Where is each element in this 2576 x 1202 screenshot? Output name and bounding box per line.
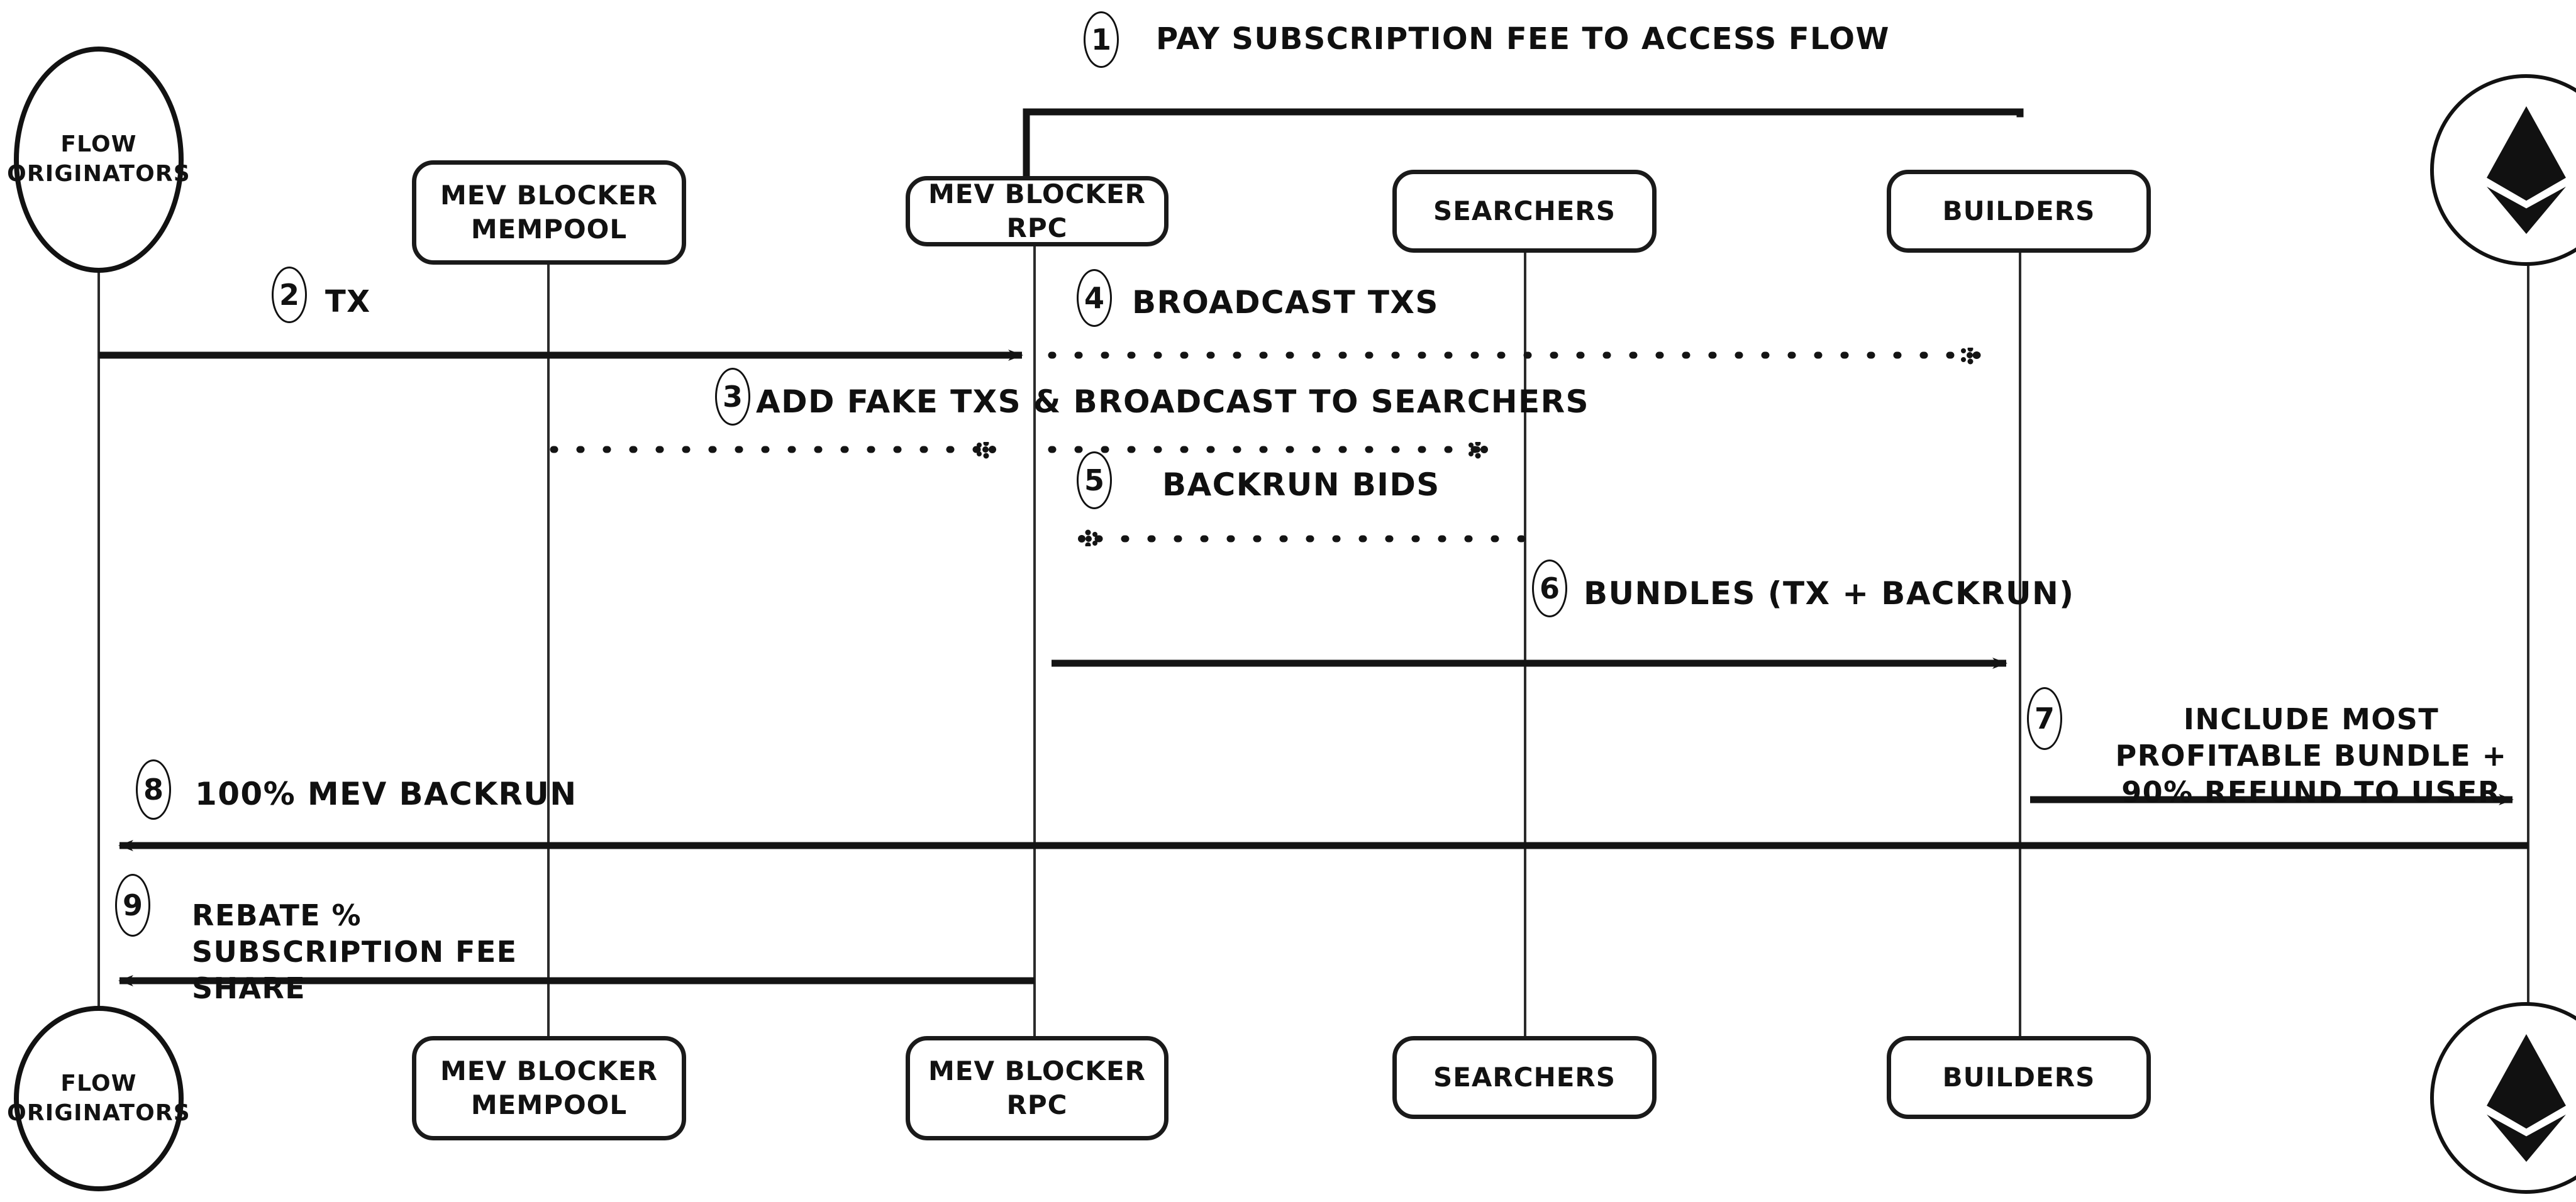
actor-label-line1: MEV BLOCKER bbox=[440, 1056, 658, 1087]
actor-mev-blocker-rpc-bottom[interactable]: MEV BLOCKER RPC bbox=[906, 1036, 1169, 1140]
step-badge-2: 2 bbox=[272, 267, 307, 323]
actor-mev-blocker-mempool-bottom[interactable]: MEV BLOCKER MEMPOOL bbox=[412, 1036, 686, 1140]
ethereum-logo-icon bbox=[2486, 106, 2566, 234]
message-label-9: REBATE % SUBSCRIPTION FEE SHARE bbox=[192, 898, 518, 1005]
step-badge-8: 8 bbox=[136, 759, 171, 820]
actor-label-line2: MEMPOOL bbox=[470, 214, 628, 245]
actor-label-line1: MEV BLOCKER bbox=[440, 180, 658, 211]
actor-mev-blocker-mempool-top[interactable]: MEV BLOCKER MEMPOOL bbox=[412, 160, 686, 265]
actor-label-line2: ORIGINATORS bbox=[7, 161, 191, 187]
actor-ethereum-top[interactable] bbox=[2430, 74, 2576, 266]
actor-label-line1: FLOW bbox=[60, 131, 137, 158]
step-number: 2 bbox=[279, 278, 299, 312]
actor-searchers-top[interactable]: SEARCHERS bbox=[1392, 170, 1657, 253]
actor-label-line2: ORIGINATORS bbox=[7, 1100, 191, 1126]
actor-label-line1: BUILDERS bbox=[1942, 196, 2096, 227]
message-label-2: TX bbox=[325, 284, 371, 319]
actor-label-line1: MEV BLOCKER bbox=[928, 179, 1146, 210]
actor-label-line2: MEMPOOL bbox=[470, 1089, 628, 1120]
actor-label-line2: RPC bbox=[1006, 1089, 1068, 1120]
step-number: 7 bbox=[2034, 702, 2055, 736]
step-badge-3: 3 bbox=[715, 368, 750, 426]
message-label-6: BUNDLES (TX + BACKRUN) bbox=[1584, 575, 2075, 612]
step-number: 3 bbox=[722, 380, 743, 414]
actor-builders-bottom[interactable]: BUILDERS bbox=[1887, 1036, 2151, 1119]
actor-label-line2: RPC bbox=[1006, 212, 1068, 243]
step-badge-5: 5 bbox=[1077, 451, 1112, 509]
step-badge-7: 7 bbox=[2027, 687, 2062, 750]
message-label-1: PAY SUBSCRIPTION FEE TO ACCESS FLOW bbox=[1156, 21, 1890, 57]
step-number: 5 bbox=[1084, 463, 1104, 497]
actor-builders-top[interactable]: BUILDERS bbox=[1887, 170, 2151, 253]
step-number: 1 bbox=[1091, 23, 1111, 57]
message-label-3: ADD FAKE TXS & BROADCAST TO SEARCHERS bbox=[756, 383, 1589, 420]
actor-flow-originators-top[interactable]: FLOW ORIGINATORS bbox=[7, 47, 190, 273]
actor-mev-blocker-rpc-top[interactable]: MEV BLOCKER RPC bbox=[906, 176, 1169, 246]
actor-flow-originators-bottom[interactable]: FLOW ORIGINATORS bbox=[7, 1006, 190, 1191]
step-badge-1: 1 bbox=[1084, 11, 1119, 68]
step-badge-4: 4 bbox=[1077, 269, 1112, 327]
actor-label-line1: SEARCHERS bbox=[1433, 1062, 1616, 1093]
message-label-5: BACKRUN BIDS bbox=[1162, 466, 1440, 503]
ethereum-logo-icon bbox=[2486, 1034, 2566, 1162]
actor-ethereum-bottom[interactable] bbox=[2430, 1002, 2576, 1194]
step-number: 6 bbox=[1539, 571, 1560, 605]
message-label-4: BROADCAST TXS bbox=[1132, 284, 1439, 321]
actor-label-line1: SEARCHERS bbox=[1433, 196, 1616, 227]
step-number: 4 bbox=[1084, 281, 1104, 315]
actor-label-line1: BUILDERS bbox=[1942, 1062, 2096, 1093]
actor-label-line1: FLOW bbox=[60, 1070, 137, 1096]
step-number: 8 bbox=[143, 773, 164, 807]
actor-searchers-bottom[interactable]: SEARCHERS bbox=[1392, 1036, 1657, 1119]
step-badge-9: 9 bbox=[115, 874, 150, 937]
message-label-7: INCLUDE MOST PROFITABLE BUNDLE + 90% REF… bbox=[2115, 702, 2507, 809]
actor-label-line1: MEV BLOCKER bbox=[928, 1056, 1146, 1087]
step-badge-6: 6 bbox=[1532, 560, 1567, 617]
message-label-8: 100% MEV BACKRUN bbox=[195, 776, 577, 812]
step-number: 9 bbox=[122, 888, 143, 922]
